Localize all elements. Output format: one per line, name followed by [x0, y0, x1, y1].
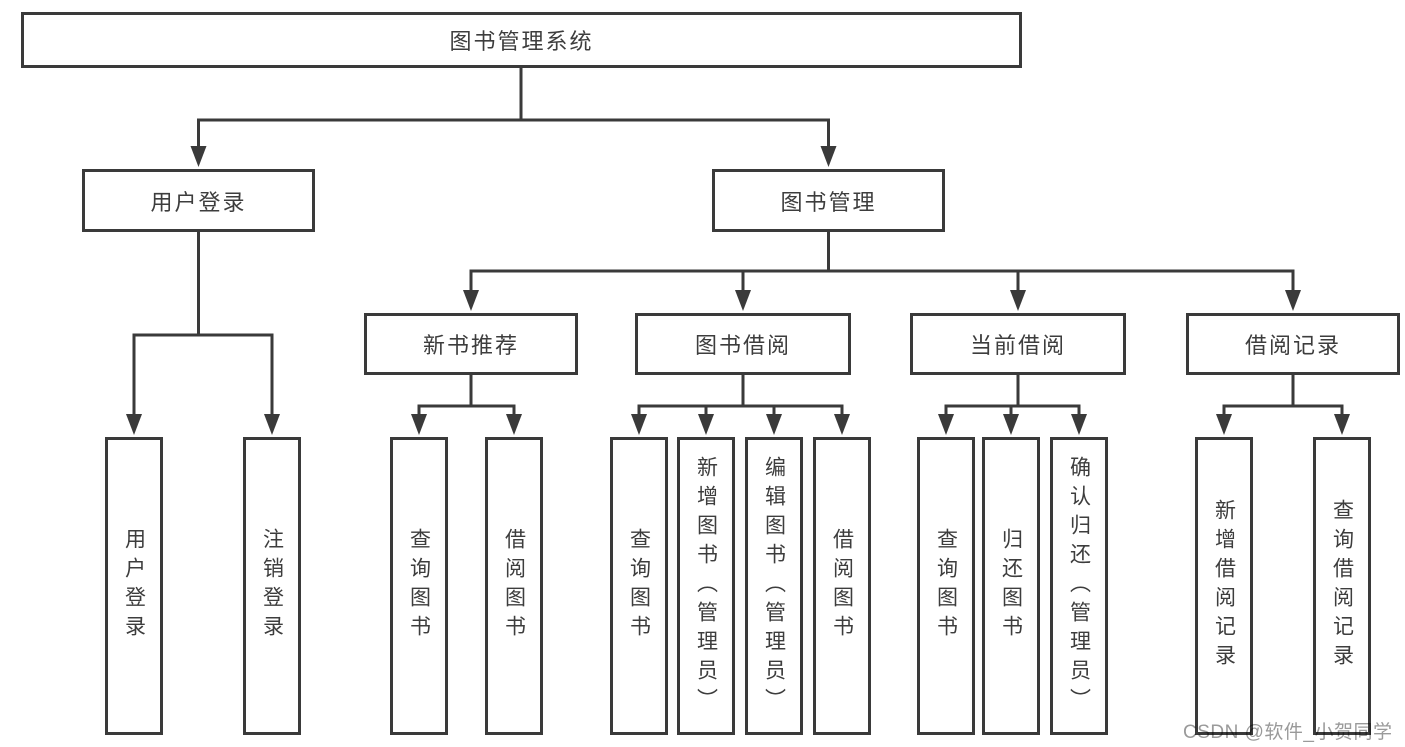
leaf-label: 新增图书（管理员） [694, 455, 718, 717]
leaf-label: 查询图书 [627, 528, 651, 644]
connector-new-book-split [417, 375, 516, 418]
arrowheads [126, 146, 1350, 435]
leaf-label: 借阅图书 [502, 528, 526, 644]
leaf-label: 确认归还（管理员） [1067, 455, 1091, 717]
node-book-management: 图书管理 [712, 169, 945, 232]
node-user-login: 用户登录 [82, 169, 315, 232]
leaf-label: 注销登录 [260, 528, 284, 644]
node-label: 用户登录 [150, 189, 247, 215]
leaf-user-login: 用户登录 [105, 437, 163, 735]
leaf-confirm-return-admin: 确认归还（管理员） [1050, 437, 1108, 735]
leaf-query-books: 查询图书 [917, 437, 975, 735]
node-label: 图书管理 [780, 189, 877, 215]
node-book-borrowing: 图书借阅 [635, 313, 851, 375]
node-label: 借阅记录 [1244, 333, 1341, 358]
leaf-label: 归还图书 [999, 528, 1023, 644]
node-label: 当前借阅 [969, 333, 1066, 358]
connector-book-borrow-split [637, 375, 844, 418]
connector-current-borrow-split [944, 375, 1081, 418]
leaf-query-borrow-record: 查询借阅记录 [1313, 437, 1371, 735]
node-current-borrowing: 当前借阅 [910, 313, 1126, 375]
leaf-borrow-books: 借阅图书 [485, 437, 543, 735]
connector-user-login-split [132, 232, 274, 418]
node-label: 图书管理系统 [449, 29, 594, 54]
leaf-borrow-books: 借阅图书 [813, 437, 871, 735]
node-new-book-recommendation: 新书推荐 [364, 313, 578, 375]
connector-root-to-level2 [197, 68, 830, 150]
leaf-label: 借阅图书 [830, 528, 854, 644]
connector-borrow-records-split [1222, 375, 1344, 418]
leaf-label: 查询借阅记录 [1330, 499, 1354, 673]
leaf-label: 用户登录 [122, 528, 146, 644]
leaf-label: 查询图书 [934, 528, 958, 644]
node-label: 新书推荐 [422, 333, 519, 358]
leaf-query-books: 查询图书 [610, 437, 668, 735]
leaf-add-borrow-record: 新增借阅记录 [1195, 437, 1253, 735]
leaf-add-book-admin: 新增图书（管理员） [677, 437, 735, 735]
leaf-label: 新增借阅记录 [1212, 499, 1236, 673]
connector-book-management-split [469, 232, 1295, 294]
leaf-edit-book-admin: 编辑图书（管理员） [745, 437, 803, 735]
leaf-return-book: 归还图书 [982, 437, 1040, 735]
leaf-label: 查询图书 [407, 528, 431, 644]
node-label: 图书借阅 [694, 333, 791, 358]
leaf-label: 编辑图书（管理员） [762, 455, 786, 717]
leaf-logout: 注销登录 [243, 437, 301, 735]
leaf-query-books: 查询图书 [390, 437, 448, 735]
node-borrowing-records: 借阅记录 [1186, 313, 1400, 375]
node-root-library-system: 图书管理系统 [21, 12, 1022, 68]
watermark: CSDN @软件_小贺同学 [1183, 722, 1393, 743]
